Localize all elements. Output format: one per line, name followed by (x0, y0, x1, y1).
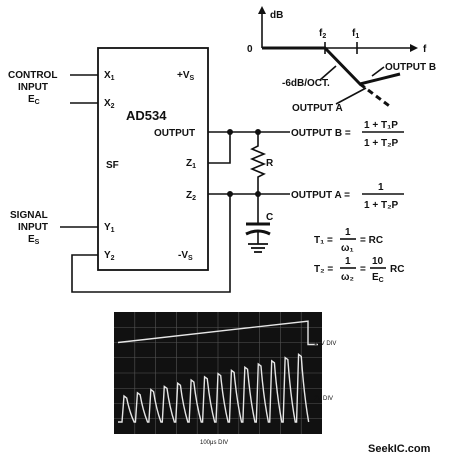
scope-pulse-trace (118, 353, 310, 423)
t1-denominator: ω₁ (341, 243, 354, 254)
pin-z2-label: Z2 (186, 190, 196, 202)
signal-input: SIGNAL INPUT ES (10, 196, 231, 293)
output-b-label: OUTPUT B = (291, 128, 351, 139)
t2-lhs: T₂ = (314, 264, 333, 275)
control-input-symbol: EC (28, 94, 40, 106)
output-a-label: OUTPUT A = (291, 190, 350, 201)
bode-slope-pointer (319, 65, 337, 81)
control-input: CONTROL INPUT EC (8, 70, 98, 106)
control-input-line2: INPUT (18, 82, 48, 93)
t2-numerator-2: 10 (372, 256, 384, 267)
bode-plot: dB 0 f f2 f1 -6dB/OCT. OUTPUT B OUTPUT A (247, 6, 436, 114)
time-constant-equations: T₁ = 1 ω₁ = RC T₂ = 1 ω₂ = 10 EC RC (314, 227, 404, 284)
pin-x2-label: X2 (104, 98, 115, 110)
pin-x1-label: X1 (104, 70, 115, 82)
capacitor-label: C (266, 212, 273, 223)
t1-rhs: = RC (360, 235, 383, 246)
output-network: R C OUTPUT B = 1 + T₁P 1 + T₂P OUTPUT A … (208, 120, 404, 253)
pin-vs-pos-label: +VS (177, 70, 195, 82)
output-a-numerator: 1 (378, 182, 384, 193)
output-a-denominator: 1 + T₂P (364, 200, 399, 211)
chip-body (97, 47, 209, 271)
t2-denominator-2: EC (372, 272, 384, 284)
node-z2-junction (227, 191, 233, 197)
bode-output-a-label: OUTPUT A (292, 103, 343, 114)
bode-zero-label: 0 (247, 44, 253, 55)
output-b-denominator: 1 + T₂P (364, 138, 399, 149)
scope-top-scale: 10V DIV (314, 341, 336, 347)
bode-x-label: f (423, 44, 427, 55)
t2-rhs: RC (390, 264, 404, 275)
bode-y-label: dB (270, 10, 283, 21)
bode-x-arrow-icon (410, 44, 418, 52)
output-b-numerator: 1 + T₁P (364, 120, 398, 131)
bode-output-a-curve (359, 82, 393, 110)
ad534-chip: AD534 X1 X2 +VS OUTPUT SF Z1 Z2 Y1 Y2 -V… (97, 47, 209, 271)
bode-output-b-label: OUTPUT B (385, 62, 436, 73)
scope-ramp-trace (117, 320, 318, 346)
resistor-r (249, 132, 267, 194)
t2-numerator: 1 (345, 256, 351, 267)
wire-z1 (208, 132, 231, 164)
bode-slope-label: -6dB/OCT. (282, 78, 330, 89)
t2-denominator: ω₂ (341, 272, 354, 283)
control-input-line1: CONTROL (8, 70, 57, 81)
pin-vs-neg-label: -VS (178, 250, 193, 262)
pin-z1-label: Z1 (186, 158, 196, 170)
signal-input-line1: SIGNAL (10, 210, 48, 221)
capacitor-plate-bottom (245, 229, 271, 236)
t1-lhs: T₁ = (314, 235, 333, 246)
bode-y-arrow-icon (258, 6, 266, 14)
signal-input-symbol: ES (28, 234, 40, 246)
oscilloscope-trace: 10V DIV 2V DIV 100μs DIV (114, 312, 336, 446)
scope-bottom-scale: 2V DIV (314, 396, 333, 402)
t2-equals: = (360, 264, 366, 275)
signal-input-line2: INPUT (18, 222, 48, 233)
node-output-junction (227, 129, 233, 135)
watermark-text: SeekIC.com (368, 443, 431, 455)
bode-output-a-pointer (335, 87, 367, 105)
bode-output-b-curve (262, 46, 401, 86)
t1-numerator: 1 (345, 227, 351, 238)
pin-y2-label: Y2 (104, 250, 115, 262)
bode-f1-label: f1 (352, 28, 359, 40)
pin-sf-label: SF (106, 160, 119, 171)
resistor-label: R (266, 158, 274, 169)
bode-f2-label: f2 (319, 28, 326, 40)
pin-output-label: OUTPUT (154, 128, 195, 139)
pin-y1-label: Y1 (104, 222, 115, 234)
wire-y2-loop (71, 196, 231, 293)
chip-name: AD534 (126, 108, 167, 123)
scope-time-scale: 100μs DIV (200, 440, 228, 446)
bode-output-b-pointer (371, 66, 385, 77)
